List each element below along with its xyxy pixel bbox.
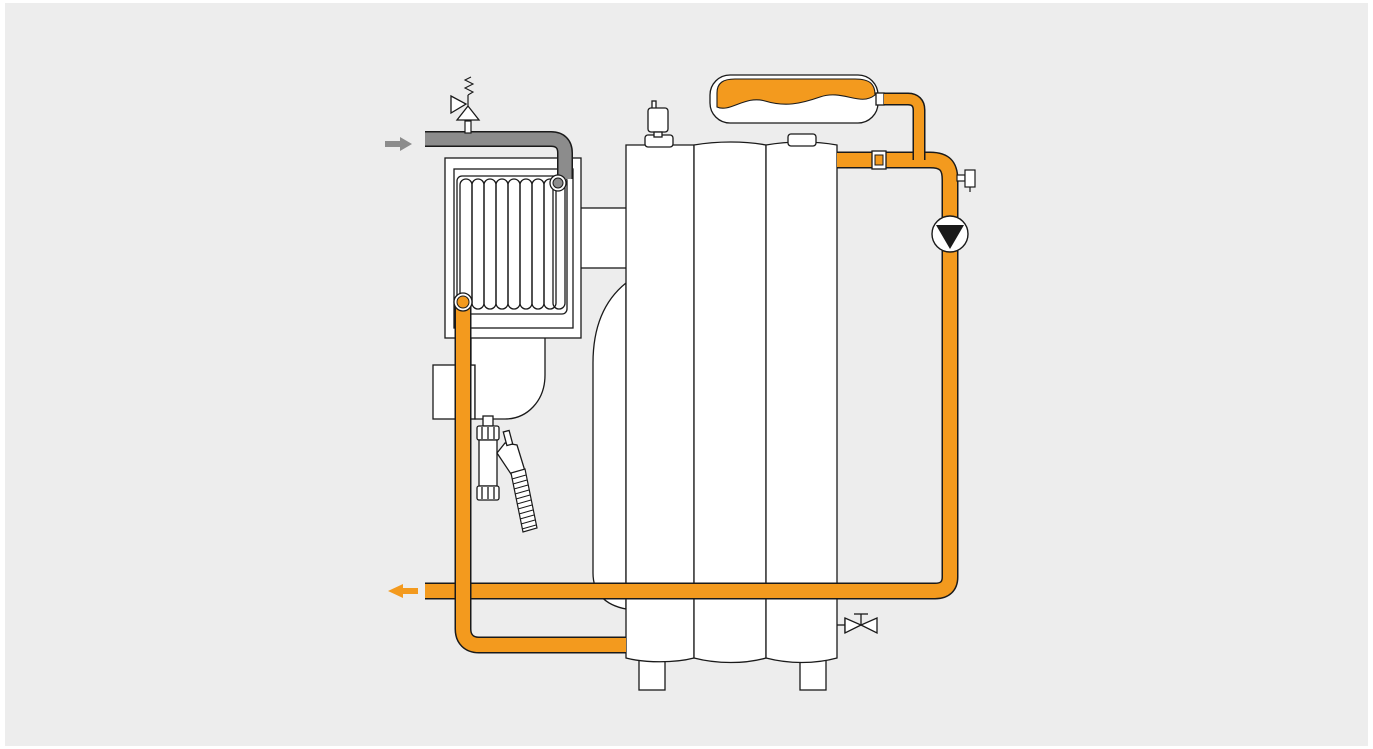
exchanger-outlet-bowl [470,336,546,420]
relief-valve-icon [450,76,481,134]
hot-water-circuit [425,92,959,654]
expansion-vessel-water [716,78,876,109]
diagram-panel [5,3,1368,746]
gas-valve-assembly [476,415,538,533]
boiler-foot-left [638,657,666,691]
expansion-vessel [709,74,885,124]
air-vent [956,169,976,192]
flow-switch-icon [871,150,887,170]
solenoid-valve-icon [647,100,669,138]
heat-exchanger-coil [456,175,568,315]
boiler-sections [625,133,838,664]
pump-icon [931,215,969,253]
boiler-top-port-right [787,133,817,147]
arrow-left-icon [388,584,418,598]
gate-valve-icon [837,613,878,635]
boiler-side-housing [592,281,627,610]
exchanger-connections [432,207,629,420]
exchanger-boiler-duct [579,207,629,269]
heating-system-diagram [5,3,1368,746]
arrow-right-icon [385,137,412,151]
cold-water-pipe [425,131,573,192]
